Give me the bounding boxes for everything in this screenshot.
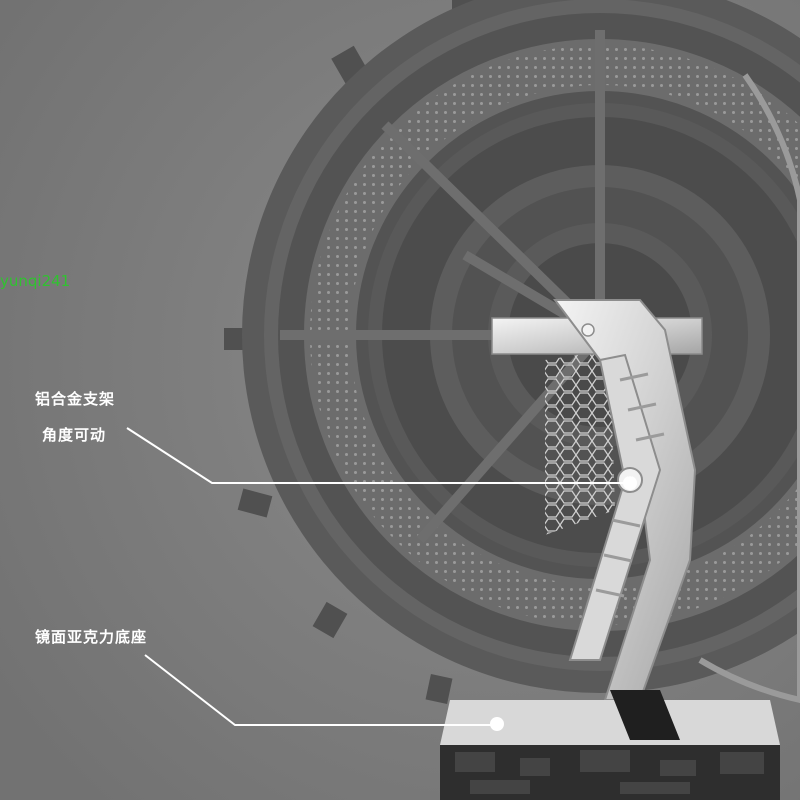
leader-angle-joint bbox=[126, 427, 630, 484]
base-foot-clip bbox=[610, 690, 680, 740]
callout-acrylic-base: 镜面亚克力底座 bbox=[35, 628, 148, 646]
hex-lattice-panel bbox=[545, 350, 615, 535]
callout-angle-adjustable: 角度可动 bbox=[42, 426, 107, 444]
leader-base bbox=[144, 654, 495, 726]
acrylic-base bbox=[440, 690, 780, 800]
callout-leaders bbox=[126, 427, 630, 726]
rim-highlight bbox=[698, 73, 800, 704]
watermark: yunqi241 bbox=[0, 272, 71, 290]
callout-alloy-bracket: 铝合金支架 bbox=[35, 390, 116, 408]
leader-dot-joint bbox=[623, 476, 637, 490]
leader-dot-base bbox=[490, 717, 504, 731]
